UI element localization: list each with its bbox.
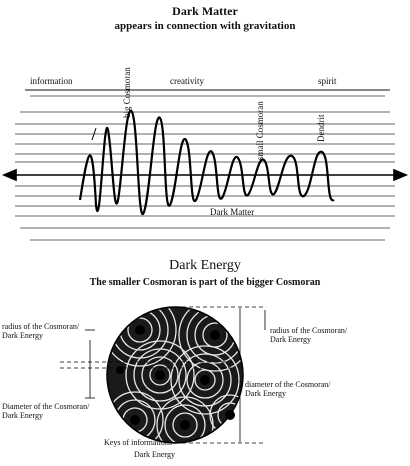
label-spirit: spirit [318,76,337,86]
label-dendrit: Dendrit [316,114,326,143]
label-diameter-left: Diameter of the Cosmoran/ Dark Energy [2,402,90,420]
label-dark-matter: Dark Matter [210,207,255,217]
label-creativity: creativity [170,76,204,86]
bottom-title-line1: Dark Energy [169,258,241,273]
label-radius-left: radius of the Cosmoran/ Dark Energy [2,322,80,340]
bottom-title-line2: The smaller Cosmoran is part of the bigg… [89,277,321,288]
horizontal-line-field [15,95,395,241]
label-information: information [30,76,73,86]
bottom-caption: Dark Energy [134,450,175,459]
top-title-line1: Dark Matter [172,4,238,18]
label-small-cosmoran: small Cosmoran [255,101,265,160]
label-keys-of-informations: Keys of informations [104,438,172,447]
dimension-lines [60,306,266,444]
top-title-line2: appears in connection with gravitation [114,20,296,32]
label-diameter-right: diameter of the Cosmoran/ Dark Energy [245,380,331,398]
central-axis-arrow [1,168,409,182]
dark-energy-circle [106,306,244,444]
label-radius-right: radius of the Cosmoran/ Dark Energy [270,326,348,344]
oscillation-wave [78,109,336,216]
label-big-cosmoran: big Cosmoran [122,67,132,118]
wave-tick-mark [91,127,97,141]
